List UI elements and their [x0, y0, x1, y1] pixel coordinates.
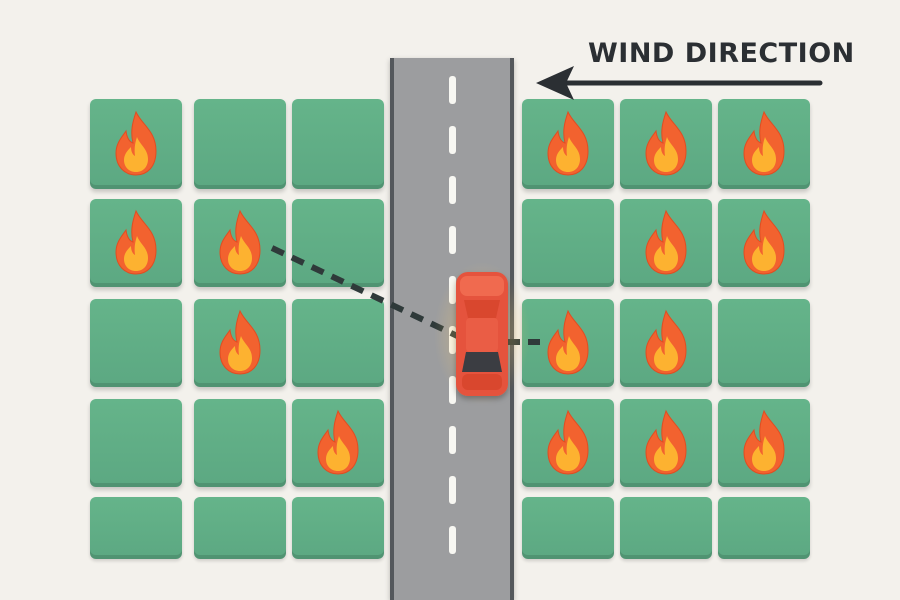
lane-dash	[448, 176, 456, 204]
right-tile-burning[interactable]	[620, 199, 712, 287]
right-tile[interactable]	[522, 497, 614, 559]
lane-dash	[448, 276, 456, 304]
right-tile-burning[interactable]	[620, 299, 712, 387]
lane-dash	[448, 376, 456, 404]
right-tile-burning[interactable]	[522, 399, 614, 487]
left-tile[interactable]	[90, 497, 182, 559]
right-tile-burning[interactable]	[718, 99, 810, 189]
wind-direction-label: WIND DIRECTION	[588, 38, 855, 69]
right-tile[interactable]	[620, 497, 712, 559]
left-tile-burning[interactable]	[292, 399, 384, 487]
right-tile-burning[interactable]	[522, 99, 614, 189]
right-tile[interactable]	[522, 199, 614, 287]
flame-icon	[645, 409, 687, 475]
lane-dash	[448, 476, 456, 504]
left-tile-burning[interactable]	[90, 199, 182, 287]
flame-icon	[547, 309, 589, 375]
road	[390, 58, 514, 600]
flame-icon	[115, 209, 157, 275]
lane-dash	[448, 426, 456, 454]
left-tile[interactable]	[292, 199, 384, 287]
right-tile[interactable]	[718, 497, 810, 559]
left-tile[interactable]	[194, 99, 286, 189]
flame-icon	[743, 209, 785, 275]
flame-icon	[547, 409, 589, 475]
flame-icon	[219, 209, 261, 275]
left-arrow-icon	[536, 66, 823, 100]
right-tile-burning[interactable]	[718, 199, 810, 287]
flame-icon	[317, 409, 359, 475]
left-tile-burning[interactable]	[194, 299, 286, 387]
right-tile[interactable]	[718, 299, 810, 387]
right-tile-burning[interactable]	[620, 99, 712, 189]
left-tile[interactable]	[90, 299, 182, 387]
flame-icon	[219, 309, 261, 375]
left-tile-burning[interactable]	[194, 199, 286, 287]
left-tile[interactable]	[292, 497, 384, 559]
lane-dash	[448, 126, 456, 154]
right-tile-burning[interactable]	[522, 299, 614, 387]
left-tile[interactable]	[90, 399, 182, 487]
left-tile[interactable]	[292, 99, 384, 189]
left-tile[interactable]	[292, 299, 384, 387]
lane-dash	[448, 76, 456, 104]
lane-dash	[448, 326, 456, 354]
flame-icon	[645, 309, 687, 375]
left-tile-burning[interactable]	[90, 99, 182, 189]
lane-dash	[448, 226, 456, 254]
left-tile[interactable]	[194, 497, 286, 559]
right-tile-burning[interactable]	[620, 399, 712, 487]
flame-icon	[547, 110, 589, 176]
flame-icon	[743, 110, 785, 176]
left-tile[interactable]	[194, 399, 286, 487]
flame-icon	[645, 209, 687, 275]
right-tile-burning[interactable]	[718, 399, 810, 487]
flame-icon	[115, 110, 157, 176]
flame-icon	[645, 110, 687, 176]
flame-icon	[743, 409, 785, 475]
lane-dash	[448, 526, 456, 554]
